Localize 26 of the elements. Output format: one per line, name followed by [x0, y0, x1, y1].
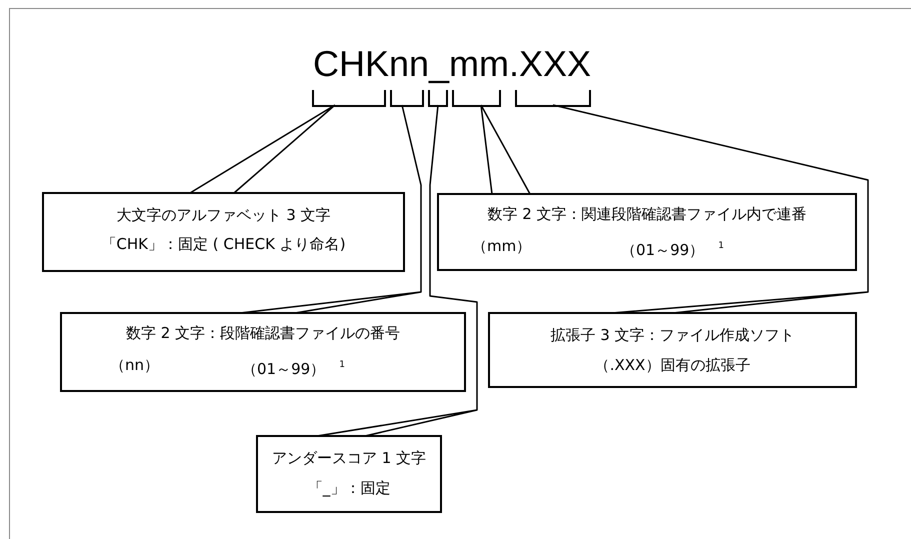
callout-box	[488, 312, 857, 388]
callout-text: （mm）	[472, 237, 532, 255]
callout-text: （nn）	[110, 356, 160, 374]
callout-text: 数字 2 文字：段階確認書ファイルの番号	[124, 324, 402, 342]
callout-box	[60, 312, 466, 392]
callout-text: アンダースコア 1 文字	[270, 449, 428, 467]
segment-bracket	[452, 90, 501, 107]
callout-box	[42, 192, 405, 272]
callout-text: （01～99）$^{1}$	[242, 359, 345, 378]
callout-text: 数字 2 文字：関連段階確認書ファイル内で連番	[486, 205, 808, 223]
callout-text: （01～99）$^{1}$	[621, 240, 724, 259]
callout-pointer	[480, 104, 531, 195]
callout-text: 大文字のアルファベット 3 文字	[115, 206, 332, 224]
segment-bracket	[312, 90, 386, 107]
callout-pointer	[189, 104, 336, 194]
callout-pointer	[552, 104, 869, 314]
callout-box	[437, 193, 857, 271]
callout-text: （.XXX）固有の拡張子	[594, 356, 752, 374]
callout-text: 拡張子 3 文字：ファイル作成ソフト	[549, 326, 796, 344]
file-name-pattern: CHKnn_mm.XXX	[312, 44, 592, 84]
callout-box	[256, 435, 442, 513]
segment-bracket	[390, 90, 424, 107]
segment-bracket	[428, 90, 448, 107]
callout-text: 「_」：固定	[306, 479, 392, 497]
callout-text: 「CHK」：固定 ( CHECK より命名)	[100, 235, 347, 253]
segment-bracket	[515, 90, 591, 107]
